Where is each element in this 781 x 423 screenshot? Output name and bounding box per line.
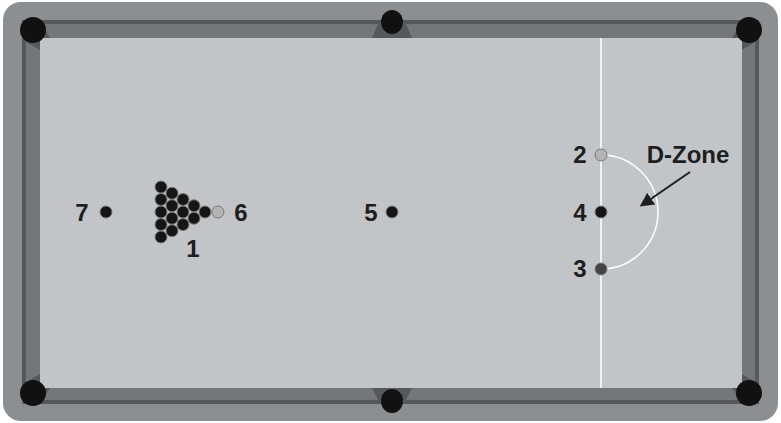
callout-number: 3 xyxy=(571,256,588,282)
pocket xyxy=(20,17,46,43)
rack-ball xyxy=(166,187,178,199)
ball xyxy=(595,206,607,218)
rack-ball xyxy=(199,206,211,218)
rack-ball xyxy=(188,212,200,224)
table-frame xyxy=(3,2,778,421)
rack-ball xyxy=(166,212,178,224)
rack-ball xyxy=(177,219,189,231)
ball xyxy=(595,149,607,161)
pointer-arrow xyxy=(642,172,690,205)
ball xyxy=(100,206,112,218)
rack-ball xyxy=(155,194,167,206)
ball xyxy=(595,263,607,275)
callout-number: 1 xyxy=(184,236,201,262)
pocket xyxy=(736,17,762,43)
callout-number: 7 xyxy=(73,200,90,226)
cushion-face xyxy=(406,24,740,38)
rack-ball xyxy=(188,200,200,212)
callout-number: 4 xyxy=(571,200,588,226)
cushion-face xyxy=(42,388,378,400)
rack-ball xyxy=(155,181,167,193)
cushion-face xyxy=(406,388,740,400)
rack-ball xyxy=(166,200,178,212)
cushion-face xyxy=(742,42,755,382)
rack-ball xyxy=(177,194,189,206)
balls xyxy=(100,149,607,275)
pocket xyxy=(736,380,762,406)
cushion xyxy=(22,20,759,404)
pockets xyxy=(20,10,762,413)
rack-ball xyxy=(177,206,189,218)
callout-number: 6 xyxy=(232,200,249,226)
table-cloth xyxy=(40,38,742,388)
cushion-face xyxy=(26,42,40,382)
callout-number: 2 xyxy=(571,142,588,168)
callout-number: 5 xyxy=(362,200,379,226)
cue-ball xyxy=(212,206,224,218)
pocket xyxy=(20,380,46,406)
cushion-face xyxy=(42,24,378,38)
rack-ball xyxy=(166,225,178,237)
ball xyxy=(386,206,398,218)
rack-ball xyxy=(155,206,167,218)
zone-label: D-Zone xyxy=(645,142,732,168)
d-zone-arc xyxy=(601,155,658,269)
rack-ball xyxy=(155,219,167,231)
pocket xyxy=(381,389,403,413)
pocket xyxy=(381,10,403,34)
ball-rack xyxy=(155,181,211,243)
rack-ball xyxy=(155,231,167,243)
